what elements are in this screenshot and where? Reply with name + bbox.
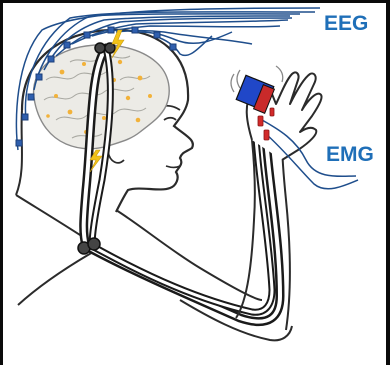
frame-top xyxy=(0,0,390,3)
emg-label: EMG xyxy=(326,143,374,166)
frame-left xyxy=(0,0,3,365)
frame-right xyxy=(386,0,390,365)
torso-outline xyxy=(116,210,262,300)
eye xyxy=(164,118,176,120)
mouth xyxy=(166,166,180,168)
eeg-label: EEG xyxy=(324,12,368,35)
